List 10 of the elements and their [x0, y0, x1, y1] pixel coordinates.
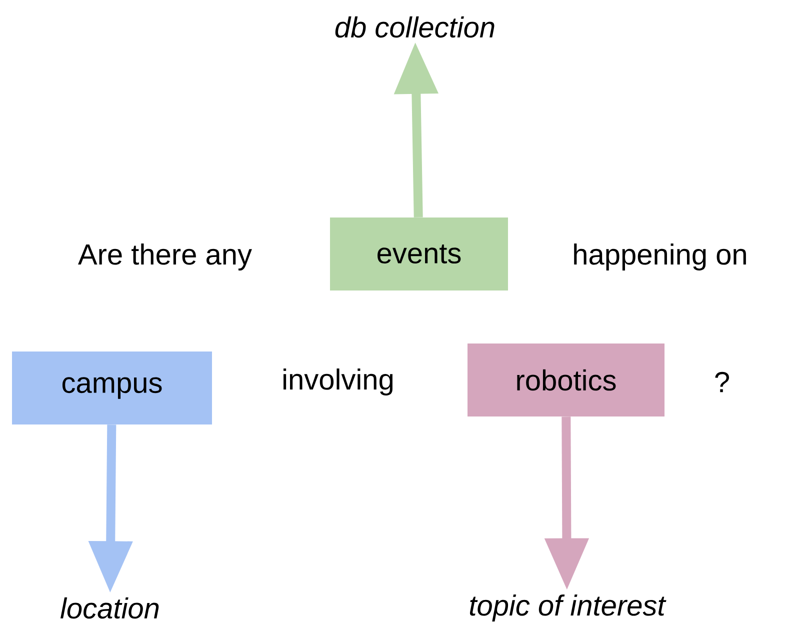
sentence-text: happening on: [574, 243, 746, 271]
caption-text: location: [60, 597, 159, 619]
sentence-text: ?: [715, 372, 729, 392]
word-box: robotics: [468, 344, 664, 416]
word-box: campus: [12, 352, 212, 424]
caption-text: topic of interest: [470, 594, 666, 622]
caption-text: db collection: [335, 16, 494, 38]
sentence-text: Are there any: [78, 243, 252, 271]
sentence-text: involving: [284, 368, 393, 396]
word-box: events: [330, 218, 508, 290]
